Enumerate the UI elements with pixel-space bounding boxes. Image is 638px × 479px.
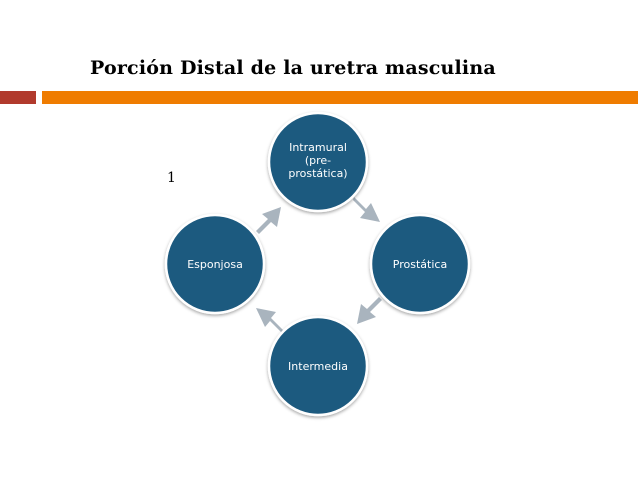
node-intermedia-label: Intermedia <box>288 360 348 373</box>
header-accent-orange <box>42 91 638 104</box>
node-intramural-label-1: Intramural <box>289 141 347 154</box>
node-esponjosa <box>164 213 266 315</box>
node-prostatica-label: Prostática <box>393 258 447 271</box>
node-intramural-label-3: prostática) <box>288 167 347 180</box>
arrow-intermedia-to-esponjosa <box>256 308 283 333</box>
node-intramural <box>267 111 369 213</box>
slide-title: Porción Distal de la uretra masculina <box>90 57 496 79</box>
node-esponjosa-label: Esponjosa <box>187 258 243 271</box>
slide-number: 1 <box>167 170 176 186</box>
arrow-intramural-to-prostatica <box>353 197 380 222</box>
header-accent-red <box>0 91 36 104</box>
node-intramural-label-2: (pre- <box>305 154 331 167</box>
arrow-esponjosa-to-intramural <box>256 207 281 234</box>
node-intermedia <box>267 315 369 417</box>
arrow-prostatica-to-intermedia <box>357 297 382 324</box>
node-prostatica <box>369 213 471 315</box>
